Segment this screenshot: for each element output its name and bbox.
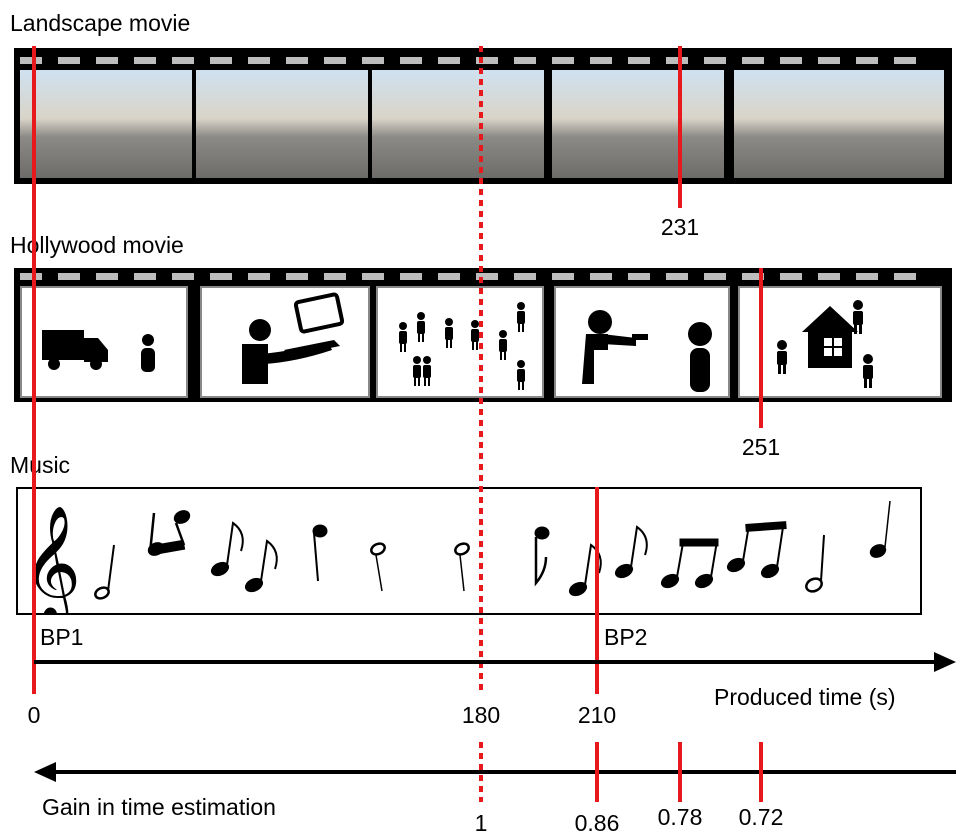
film-sprockets	[20, 273, 916, 280]
produced-time-arrowhead	[934, 652, 956, 672]
hollywood-frame-1	[20, 286, 188, 398]
hollywood-frame-5	[738, 286, 942, 398]
person-at-computer-icon	[242, 292, 345, 384]
music-label: Music	[10, 452, 71, 478]
person-with-gun-icon	[582, 310, 712, 392]
produced-time-tick-180: 180	[461, 702, 501, 728]
music-notes-icon: 𝄞	[22, 500, 891, 626]
bp1-label: BP1	[40, 624, 84, 650]
gain-value-086: 0.86	[574, 810, 620, 836]
film-sprockets	[20, 57, 916, 64]
bp2-label: BP2	[604, 624, 648, 650]
treble-clef-icon: 𝄞	[22, 504, 81, 613]
landscape-frame-1	[20, 70, 192, 178]
truck-and-person-icon	[42, 330, 155, 372]
produced-time-axis-label: Produced time (s)	[714, 684, 896, 710]
hollywood-frame-3	[376, 286, 544, 398]
landscape-end-label: 231	[660, 214, 700, 240]
landscape-frame-2	[196, 70, 368, 178]
produced-time-tick-0: 0	[27, 702, 41, 728]
hollywood-frame-4	[554, 286, 730, 398]
gain-value-078: 0.78	[657, 804, 703, 830]
landscape-frame-4	[552, 70, 724, 178]
landscape-frame-3	[372, 70, 544, 178]
music-staff-box: 𝄞	[16, 487, 922, 626]
landscape-movie-label: Landscape movie	[10, 10, 191, 36]
produced-time-tick-210: 210	[577, 702, 617, 728]
hollywood-frame-2	[200, 286, 370, 398]
hollywood-movie-label: Hollywood movie	[10, 232, 184, 258]
crowd-icon	[399, 302, 525, 390]
gain-arrowhead	[34, 762, 56, 782]
gain-value-072: 0.72	[738, 804, 784, 830]
hollywood-end-label: 251	[741, 434, 781, 460]
landscape-frame-5	[734, 70, 944, 178]
gain-value-1: 1	[474, 810, 488, 836]
house-and-people-icon	[777, 300, 873, 388]
gain-axis-label: Gain in time estimation	[42, 794, 276, 820]
